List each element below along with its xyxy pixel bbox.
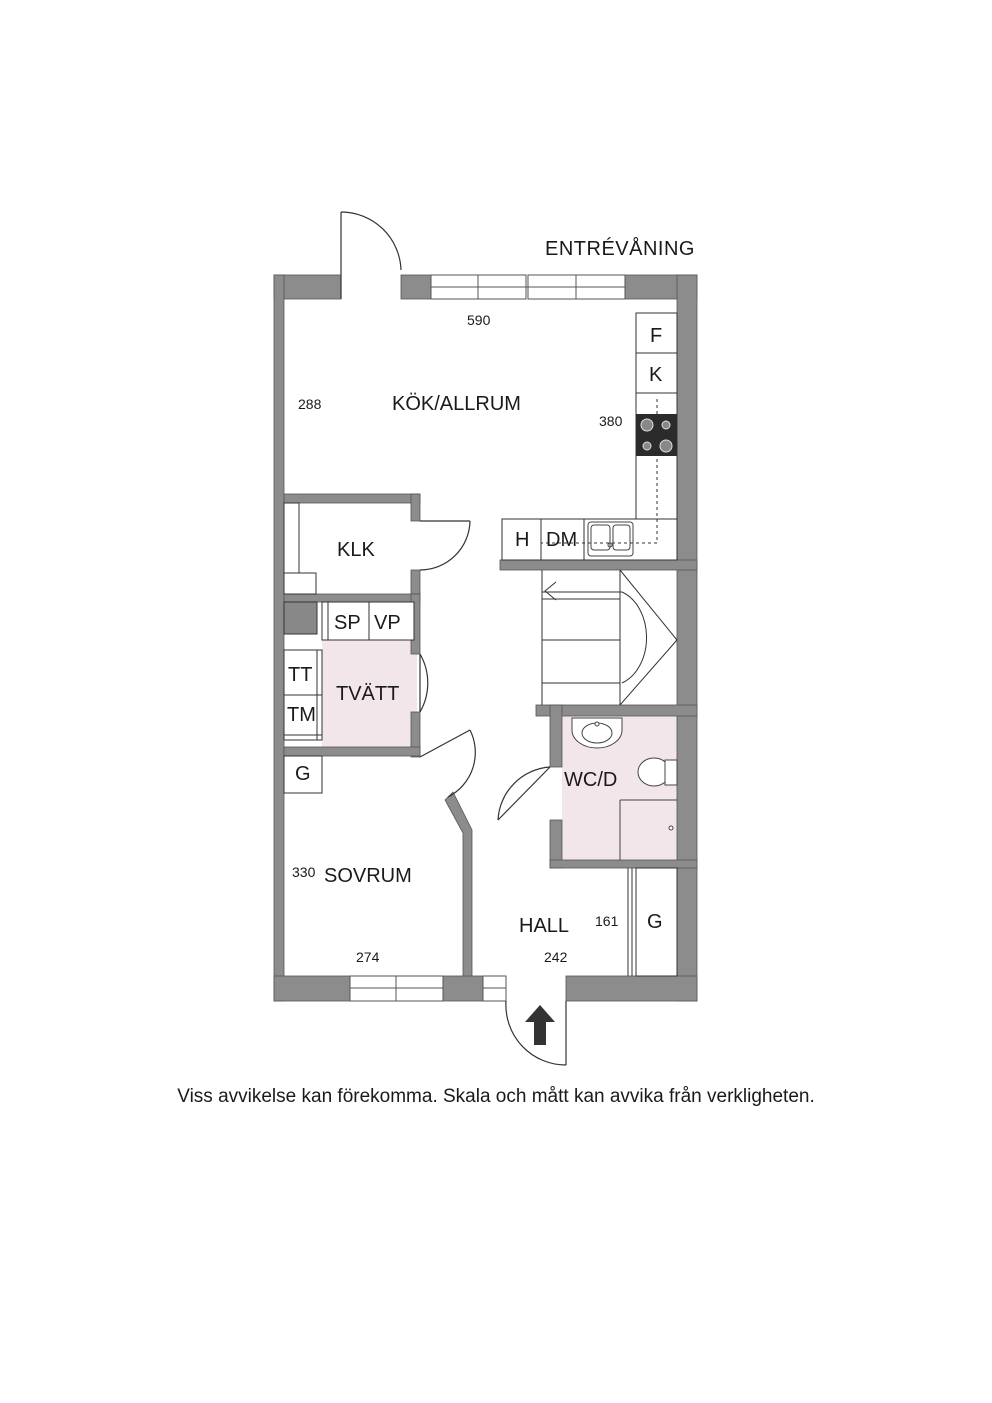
dim-sovrum-width: 274 bbox=[356, 949, 380, 965]
fixture-label-h: H bbox=[515, 529, 529, 551]
sovrum-wardrobe bbox=[283, 755, 323, 794]
room-label-tvatt: TVÄTT bbox=[336, 683, 399, 705]
fixture-label-tm: TM bbox=[287, 704, 316, 726]
outer-walls bbox=[273, 274, 698, 1002]
wc-fixtures bbox=[571, 717, 678, 860]
tvatt-floor bbox=[322, 640, 417, 747]
room-label-wcd: WC/D bbox=[564, 769, 617, 791]
dim-closet-width: 161 bbox=[595, 913, 619, 929]
room-label-sovrum: SOVRUM bbox=[324, 865, 412, 887]
kitchen-sink-icon bbox=[587, 521, 634, 557]
klk-shelf bbox=[283, 502, 317, 595]
dim-kok-width: 590 bbox=[467, 312, 491, 328]
windows bbox=[349, 274, 626, 1002]
floor-title: ENTRÉVÅNING bbox=[545, 237, 695, 260]
laundry-fixtures bbox=[283, 601, 415, 741]
dim-sovrum-depth: 330 bbox=[292, 864, 316, 880]
dim-kok-depth-left: 288 bbox=[298, 396, 322, 412]
dim-hall-width: 242 bbox=[544, 949, 568, 965]
dim-kok-depth-right: 380 bbox=[599, 413, 623, 429]
entrance-arrow-icon bbox=[525, 1005, 555, 1045]
stove-icon bbox=[636, 414, 677, 456]
room-label-hall: HALL bbox=[519, 915, 569, 937]
fixture-label-freezer: K bbox=[649, 364, 663, 386]
fixture-label-fridge: F bbox=[650, 325, 662, 347]
fixture-label-vp: VP bbox=[374, 612, 401, 634]
fixture-label-g-hall: G bbox=[647, 911, 663, 933]
fixture-label-g-sovrum: G bbox=[295, 763, 311, 785]
disclaimer-text: Viss avvikelse kan förekomma. Skala och … bbox=[177, 1086, 815, 1107]
room-label-klk: KLK bbox=[337, 539, 375, 561]
fixture-label-dm: DM bbox=[546, 529, 577, 551]
fixture-label-sp: SP bbox=[334, 612, 361, 634]
interior-walls bbox=[283, 493, 698, 977]
fixture-label-tt: TT bbox=[288, 664, 312, 686]
room-label-kok: KÖK/ALLRUM bbox=[392, 393, 521, 415]
door-swings bbox=[419, 520, 567, 1066]
hall-wardrobe bbox=[627, 867, 678, 977]
staircase bbox=[541, 569, 678, 706]
top-door bbox=[340, 211, 402, 299]
